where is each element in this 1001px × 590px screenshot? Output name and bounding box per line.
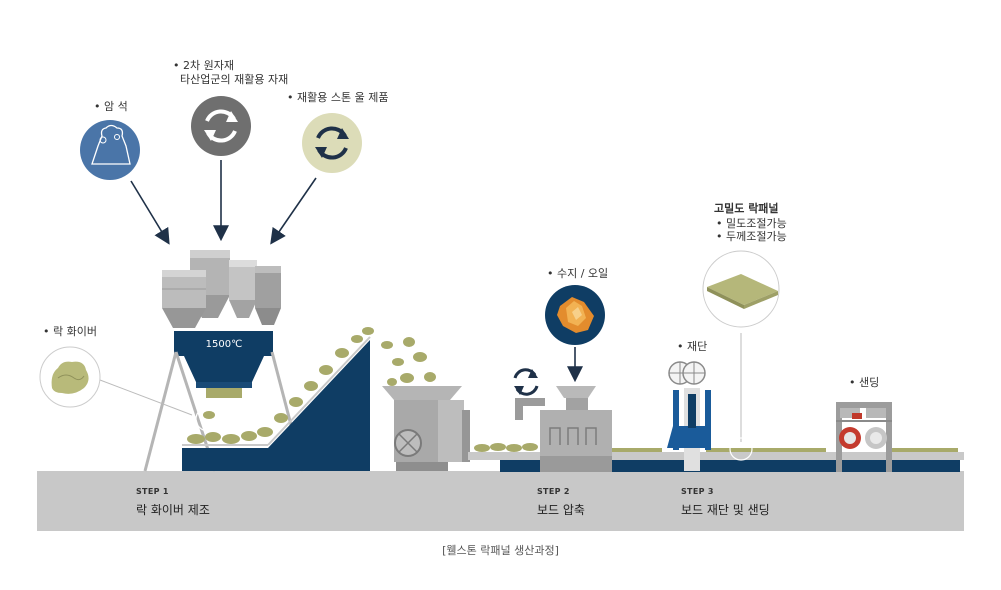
rock-icon: [80, 120, 140, 180]
zoom-target-fiber: [195, 406, 221, 432]
label-resin: • 수지 / 오일: [547, 267, 609, 280]
arrow-recycled: [270, 177, 317, 245]
label-recycled: • 재활용 스톤 울 제품: [287, 91, 389, 104]
label-panel-item1: • 밀도조절가능: [716, 217, 787, 230]
label-secondary-line2: 타산업군의 재활용 자재: [180, 73, 289, 86]
step1-name: 락 화이버 제조: [136, 503, 210, 517]
fiber-flow: [187, 327, 436, 444]
label-sanding: • 샌딩: [849, 376, 880, 389]
furnace-temperature: 1500℃: [205, 339, 243, 350]
conveyor-ramp: [182, 340, 370, 471]
step2-name: 보드 압축: [537, 503, 585, 517]
zoom-target-panel: [729, 437, 753, 461]
step3-code: STEP 3: [681, 487, 714, 496]
conveyor-belt: [500, 460, 960, 472]
arrow-rock: [130, 180, 170, 245]
sanding-machine: [836, 402, 892, 472]
furnace-body: [174, 331, 273, 398]
label-rock: • 암 석: [94, 100, 128, 113]
process-cycle-icon: [513, 368, 539, 396]
label-panel-title: 고밀도 락패널: [714, 202, 779, 215]
rock-fiber-icon: [39, 346, 101, 408]
label-panel-item2: • 두께조절가능: [716, 230, 787, 243]
shredder-machine: [382, 386, 470, 471]
label-cutting: • 재단: [677, 340, 708, 353]
rock-panel-icon: [702, 250, 780, 328]
recycle-grey-icon: [191, 96, 251, 156]
label-rock-fiber: • 락 화이버: [43, 325, 97, 338]
figure-caption: [웰스톤 락패널 생산과정]: [442, 544, 559, 557]
zoom-line-fiber: [99, 379, 193, 416]
press-machine: [515, 386, 612, 472]
step1-code: STEP 1: [136, 487, 169, 496]
conveyor-belt-top: [468, 452, 964, 460]
cutting-machine: [667, 361, 711, 471]
floor-base: [37, 471, 964, 531]
step3-name: 보드 재단 및 샌딩: [681, 503, 770, 517]
fiber-board-flow: [474, 443, 958, 452]
label-secondary-line1: • 2차 원자재: [173, 59, 234, 72]
hopper-cluster: [162, 250, 281, 328]
recycle-olive-icon: [302, 113, 362, 173]
step2-code: STEP 2: [537, 487, 570, 496]
resin-icon: [545, 285, 605, 345]
